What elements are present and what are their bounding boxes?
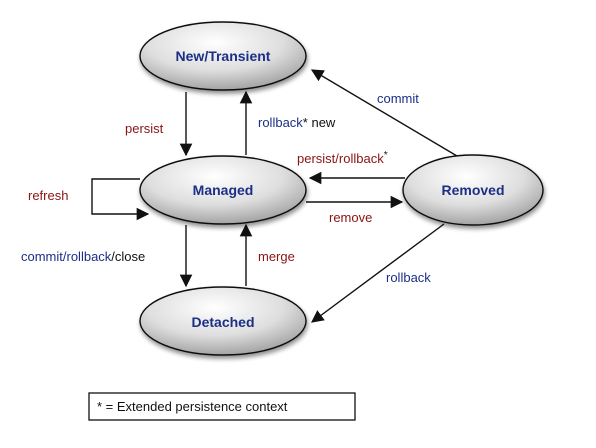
state-label-removed: Removed bbox=[441, 182, 504, 198]
arrow-commit bbox=[310, 69, 458, 157]
label-persist: persist bbox=[125, 121, 164, 136]
state-new-transient: New/Transient bbox=[139, 21, 307, 91]
label-commit: commit bbox=[377, 91, 419, 106]
label-refresh: refresh bbox=[28, 188, 68, 203]
label-merge: merge bbox=[258, 249, 295, 264]
legend-text: * = Extended persistence context bbox=[97, 399, 288, 414]
label-remove: remove bbox=[329, 210, 372, 225]
label-crc-part2: rollback bbox=[67, 249, 112, 264]
label-rollback-new: rollback* new bbox=[258, 115, 336, 130]
label-rollback-new-part1: rollback bbox=[258, 115, 303, 130]
transition-arrows bbox=[91, 69, 458, 323]
label-rollback-new-part2: * new bbox=[303, 115, 336, 130]
legend: * = Extended persistence context bbox=[88, 392, 356, 421]
label-rollback: rollback bbox=[386, 270, 431, 285]
label-persist-rollback: persist/rollback* bbox=[297, 150, 388, 166]
arrow-rollback bbox=[310, 223, 445, 323]
label-crc-part3: /close bbox=[111, 249, 145, 264]
label-crc-part1: commit/ bbox=[21, 249, 67, 264]
state-removed: Removed bbox=[402, 154, 544, 226]
label-persist-rollback-part1: persist/rollback bbox=[297, 151, 384, 166]
state-label-new-transient: New/Transient bbox=[176, 48, 271, 64]
state-managed: Managed bbox=[139, 155, 307, 225]
label-persist-rollback-star: * bbox=[384, 150, 388, 161]
state-label-detached: Detached bbox=[191, 314, 254, 330]
state-detached: Detached bbox=[139, 286, 307, 356]
arrow-refresh bbox=[91, 178, 150, 221]
label-commit-rollback-close: commit/rollback/close bbox=[21, 249, 145, 264]
state-label-managed: Managed bbox=[193, 182, 254, 198]
